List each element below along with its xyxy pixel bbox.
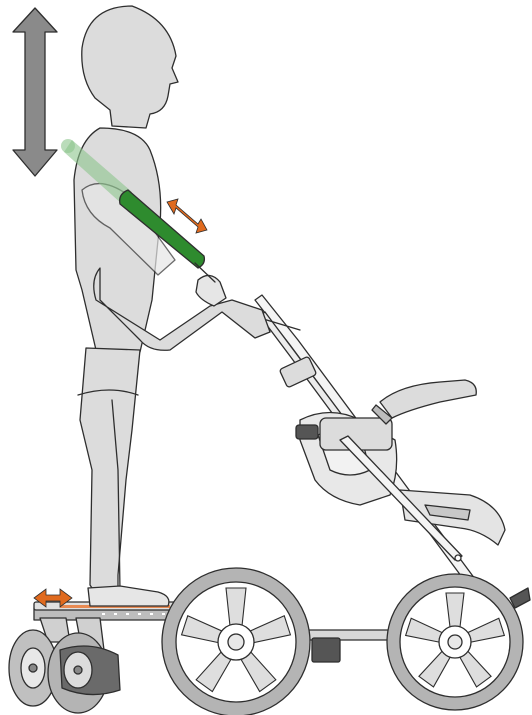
height-adjust-arrow-icon (13, 8, 57, 176)
feet (88, 586, 169, 606)
legs (80, 348, 140, 594)
stroller-seat (296, 413, 397, 506)
handlebar-adjust-arrow-icon (167, 199, 207, 233)
stroller-wheel-rear (162, 568, 310, 715)
caster-wheel-front (48, 633, 120, 713)
child-figure (74, 6, 270, 606)
head (82, 6, 178, 128)
stroller-wheel-front (387, 574, 523, 710)
stroller-bumper-bar (372, 380, 476, 424)
hand (196, 275, 226, 306)
